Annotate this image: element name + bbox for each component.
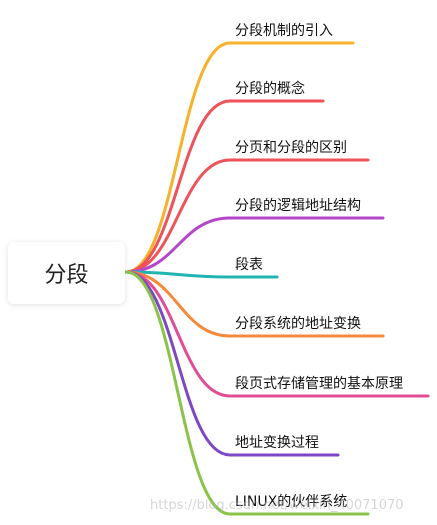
branch-label-4[interactable]: 分段的逻辑地址结构 <box>235 198 361 214</box>
branch-connector-8 <box>124 270 340 457</box>
branch-label-3[interactable]: 分页和分段的区别 <box>235 140 347 156</box>
branch-connector-1 <box>124 41 355 274</box>
root-node[interactable]: 分段 <box>8 242 125 304</box>
branch-label-9[interactable]: LINUX的伙伴系统 <box>235 494 348 510</box>
branch-label-2[interactable]: 分段的概念 <box>235 81 305 97</box>
branch-label-5[interactable]: 段表 <box>235 257 263 273</box>
branch-connector-2 <box>124 99 325 274</box>
branch-label-6[interactable]: 分段系统的地址变换 <box>235 316 361 332</box>
branch-connector-7 <box>124 270 430 398</box>
branch-label-8[interactable]: 地址变换过程 <box>235 435 319 451</box>
branch-connector-5 <box>124 270 279 279</box>
branch-connector-4 <box>124 216 385 274</box>
branch-connector-9 <box>124 270 370 516</box>
branch-connector-3 <box>124 158 370 274</box>
root-label: 分段 <box>44 263 89 288</box>
branch-connector-6 <box>124 270 385 338</box>
branch-label-1[interactable]: 分段机制的引入 <box>235 23 333 39</box>
branch-label-7[interactable]: 段页式存储管理的基本原理 <box>235 376 403 392</box>
